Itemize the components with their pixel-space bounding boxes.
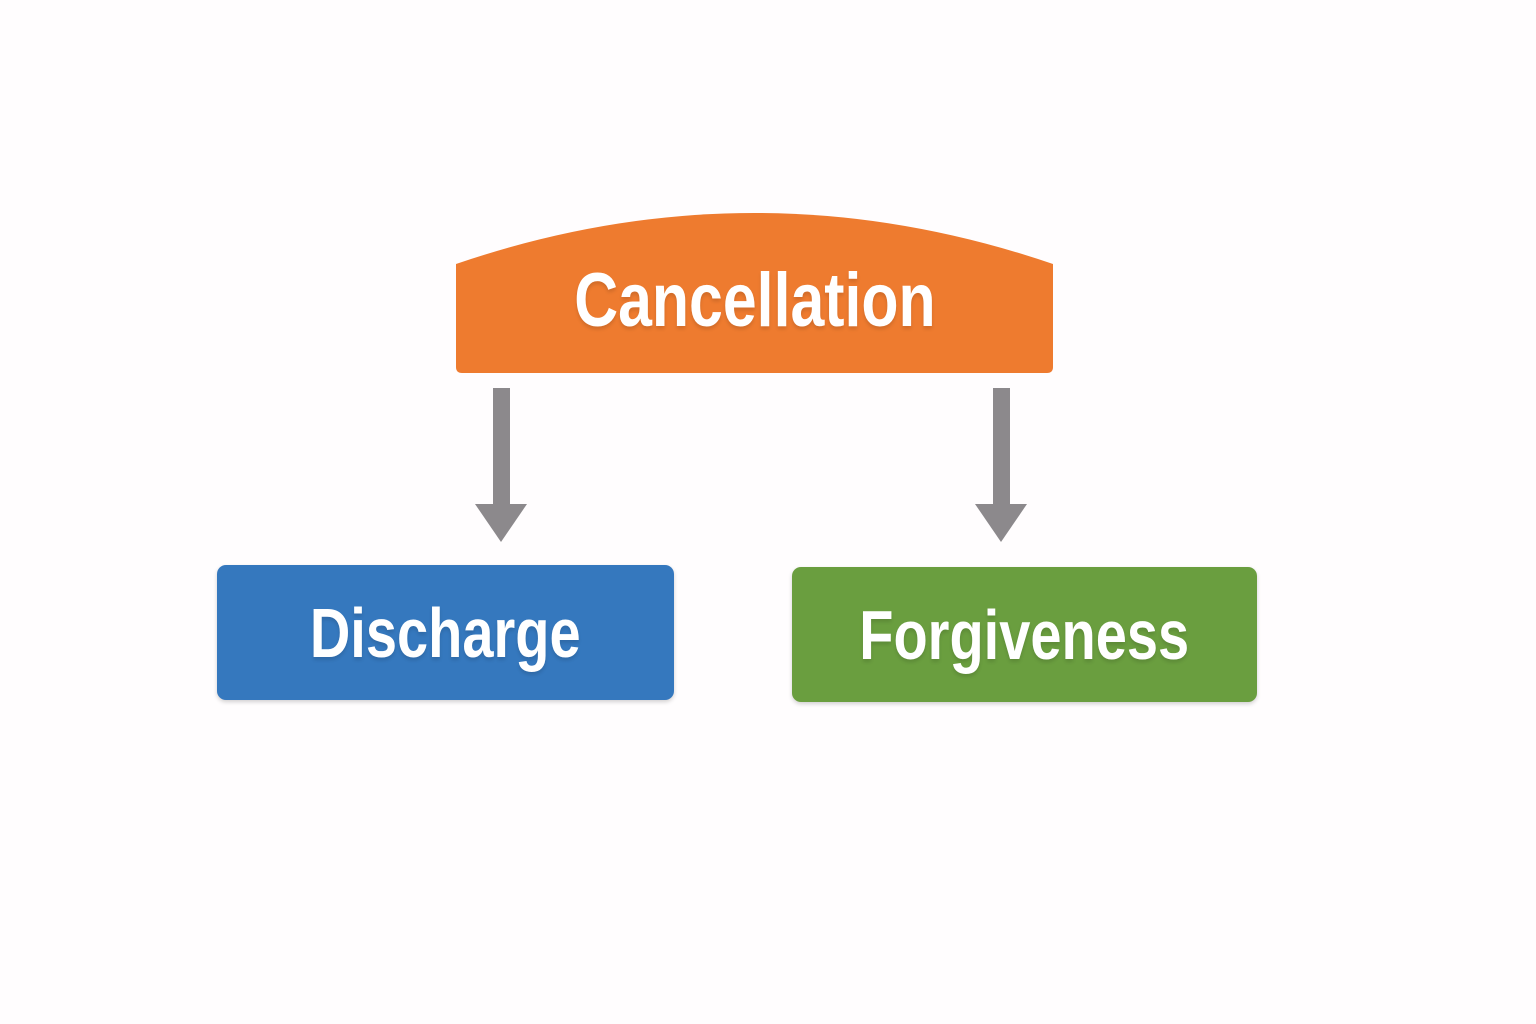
- arrow-down-icon: [975, 504, 1027, 542]
- arrow-to-discharge: [475, 388, 527, 542]
- node-cancellation-label: Cancellation: [573, 258, 936, 343]
- arrow-to-discharge-shaft: [492, 388, 510, 504]
- node-discharge: Discharge: [217, 565, 674, 700]
- node-forgiveness-label: Forgiveness: [859, 595, 1190, 674]
- node-forgiveness: Forgiveness: [792, 567, 1257, 702]
- node-discharge-label: Discharge: [310, 593, 581, 672]
- node-cancellation: Cancellation: [456, 213, 1053, 373]
- node-cancellation-label-wrap: Cancellation: [456, 213, 1053, 373]
- arrow-to-forgiveness: [975, 388, 1027, 542]
- arch-banner-path: [456, 213, 1053, 373]
- arrow-down-icon: [475, 504, 527, 542]
- arrow-to-forgiveness-shaft: [992, 388, 1010, 504]
- arch-banner-shape: [456, 213, 1053, 373]
